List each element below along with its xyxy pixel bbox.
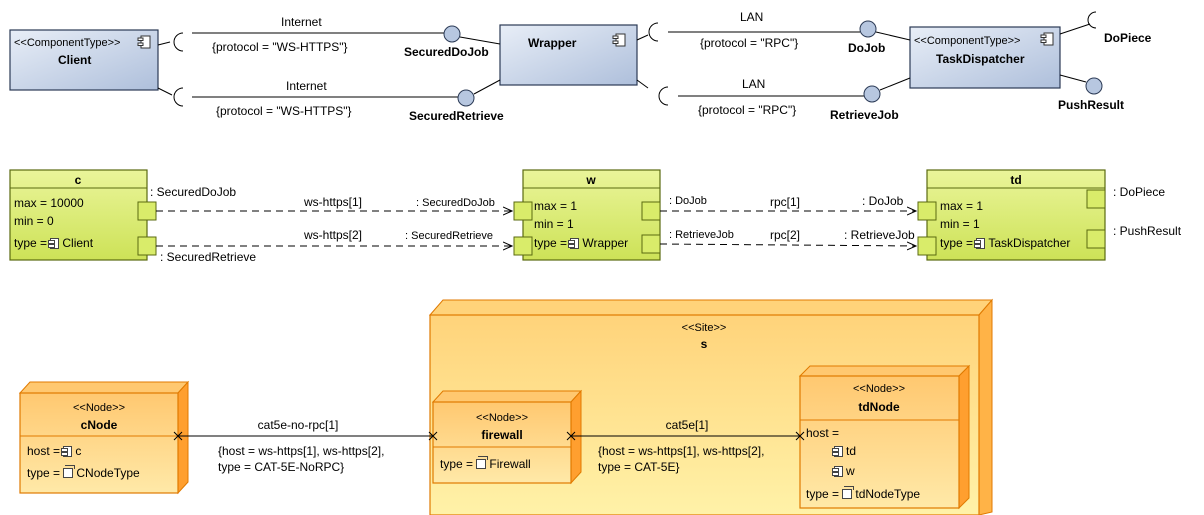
port-box <box>513 201 533 221</box>
link2-props: {host = ws-https[1], ws-https[2], <box>598 444 765 458</box>
instance-td-slot: min = 1 <box>940 217 980 231</box>
instance-w-port-label: : SecuredDoJob <box>416 197 495 209</box>
firewall-type: type = Firewall <box>440 456 531 471</box>
tdnode-host-item: w <box>832 464 855 478</box>
instance-w-slot: min = 1 <box>534 217 574 231</box>
instance-w-port-label: : SecuredRetrieve <box>405 230 494 242</box>
instance-c-port-label: : SecuredRetrieve <box>160 250 257 264</box>
client-stereotype: <<ComponentType>> <box>14 37 121 49</box>
instance-td-port-label: : RetrieveJob <box>844 228 915 242</box>
link1-props: {host = ws-https[1], ws-https[2], <box>218 444 385 458</box>
link2-props: type = CAT-5E} <box>598 460 680 474</box>
instance-c-port-label: : SecuredDoJob <box>150 185 237 199</box>
cnode-box <box>19 392 179 494</box>
port-box <box>1086 189 1106 209</box>
component-icon <box>568 238 580 249</box>
client-name: Client <box>58 53 92 67</box>
instance-c-name: c <box>74 173 82 187</box>
node-type-icon <box>63 465 76 478</box>
cnode-host: host = c <box>27 444 82 458</box>
connector-label: rpc[1] <box>770 195 801 209</box>
link-protocol-3: {protocol = "RPC"} <box>700 36 799 50</box>
firewall-stereotype: <<Node>> <box>476 412 528 424</box>
wrapper-component-box <box>499 24 638 86</box>
connector-label: rpc[2] <box>770 228 801 242</box>
port-label-pushresult: PushResult <box>1058 98 1125 112</box>
instance-td-port-label: : PushResult <box>1113 224 1182 238</box>
instance-c-box <box>9 169 148 261</box>
link2-name: cat5e[1] <box>665 418 709 432</box>
link-medium-4: LAN <box>742 77 766 91</box>
component-diagram <box>9 11 1103 107</box>
link-protocol-1: {protocol = "WS-HTTPS"} <box>212 40 348 54</box>
cnode-name: cNode <box>80 418 118 432</box>
port-box <box>917 236 937 256</box>
component-icon <box>832 466 843 477</box>
instance-td-type: type = TaskDispatcher <box>940 236 1071 250</box>
link1-props: type = CAT-5E-NoRPC} <box>218 460 345 474</box>
link1-name: cat5e-no-rpc[1] <box>257 418 339 432</box>
instance-diagram <box>9 169 1106 261</box>
tdnode-name: tdNode <box>858 400 900 414</box>
firewall-name: firewall <box>481 428 523 442</box>
port-box <box>513 236 533 256</box>
node-type-icon <box>476 456 489 469</box>
component-icon <box>61 446 73 457</box>
component-icon <box>612 33 626 47</box>
tdnode-type: type = tdNodeType <box>806 486 921 501</box>
node-type-icon <box>842 486 855 499</box>
link-medium-3: LAN <box>740 10 764 24</box>
instance-w-port-label: : DoJob <box>669 195 707 207</box>
port-label-secureddojob: SecuredDoJob <box>404 45 489 59</box>
wrapper-name: Wrapper <box>528 36 577 50</box>
component-icon <box>832 446 843 457</box>
deployment-diagram <box>18 298 994 515</box>
link-medium-2: Internet <box>286 79 327 93</box>
component-icon <box>48 238 60 249</box>
tdnode-stereotype: <<Node>> <box>853 383 905 395</box>
instance-c-type: type = Client <box>14 236 94 250</box>
site-name: s <box>700 337 708 351</box>
site-stereotype: <<Site>> <box>681 322 727 334</box>
instance-td-slot: max = 1 <box>940 199 984 213</box>
taskdispatcher-component-box <box>909 26 1061 89</box>
instance-w-slot: max = 1 <box>534 199 578 213</box>
port-label-securedretrieve: SecuredRetrieve <box>409 109 504 123</box>
link-medium-1: Internet <box>281 15 322 29</box>
instance-c-slot: max = 10000 <box>14 196 84 210</box>
tdnode-host-item: td <box>832 444 856 458</box>
connector-label: ws-https[1] <box>304 195 363 209</box>
instance-c-slot: min = 0 <box>14 214 54 228</box>
component-icon <box>1040 32 1054 46</box>
tdnode-box <box>799 375 960 509</box>
component-icon <box>137 35 151 49</box>
firewall-box <box>432 401 572 484</box>
instance-w-type: type = Wrapper <box>534 236 629 250</box>
port-label-dojob: DoJob <box>848 41 886 55</box>
link-protocol-2: {protocol = "WS-HTTPS"} <box>216 104 352 118</box>
instance-w-name: w <box>586 173 596 187</box>
instance-td-name: td <box>1010 173 1022 187</box>
tdnode-host-label: host = <box>806 426 840 440</box>
component-icon <box>974 238 986 249</box>
port-box <box>917 201 937 221</box>
port-label-dopiece: DoPiece <box>1104 31 1152 45</box>
cnode-stereotype: <<Node>> <box>73 402 125 414</box>
cnode-type: type = CNodeType <box>27 465 140 480</box>
instance-w-port-label: : RetrieveJob <box>669 229 734 241</box>
instance-td-box <box>926 169 1106 261</box>
port-label-retrievejob: RetrieveJob <box>830 108 899 122</box>
client-component-box <box>9 29 159 91</box>
instance-td-port-label: : DoJob <box>862 194 904 208</box>
taskdispatcher-name: TaskDispatcher <box>936 52 1025 66</box>
connector-label: ws-https[2] <box>304 228 363 242</box>
port-box <box>1086 229 1106 249</box>
link-protocol-4: {protocol = "RPC"} <box>698 103 797 117</box>
instance-td-port-label: : DoPiece <box>1113 185 1166 199</box>
taskdispatcher-stereotype: <<ComponentType>> <box>914 35 1021 47</box>
